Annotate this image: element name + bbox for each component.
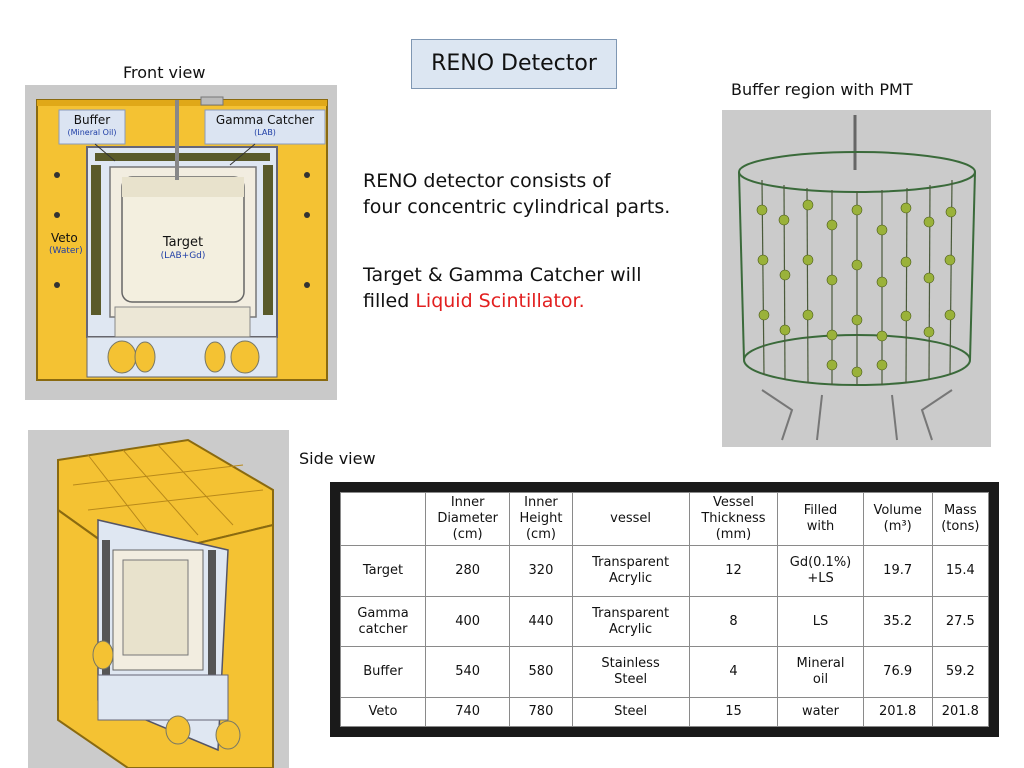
gamma-catcher-label: Gamma Catcher <box>215 113 315 127</box>
table-cell: 780 <box>509 697 573 727</box>
table-cell: 580 <box>509 646 573 699</box>
table-cell: Transparent Acrylic <box>571 595 690 648</box>
front-view-caption: Front view <box>123 63 206 82</box>
table-cell: Transparent Acrylic <box>571 545 690 597</box>
slide-title: RENO Detector <box>411 39 617 89</box>
table-cell: 4 <box>688 646 779 699</box>
description-line-2: four concentric cylindrical parts. <box>363 196 671 218</box>
table-cell: 540 <box>424 646 511 699</box>
table-cell: 35.2 <box>862 595 933 648</box>
side-view-figure <box>28 430 289 768</box>
table-cell: 15.4 <box>931 545 990 597</box>
table-cell: Mineral oil <box>777 646 864 699</box>
liquid-scintillator-highlight: Liquid Scintillator. <box>415 290 585 312</box>
header-inner-height: Inner Height (cm) <box>509 492 573 546</box>
header-volume: Volume (m³) <box>862 492 933 546</box>
row-label: Buffer <box>340 646 426 699</box>
front-view-figure: Buffer (Mineral Oil) Gamma Catcher (LAB)… <box>25 85 337 400</box>
table-row-buffer: Buffer 540 580 Stainless Steel 4 Mineral… <box>340 646 990 699</box>
table-cell: water <box>777 697 864 727</box>
table-cell: 201.8 <box>862 697 933 727</box>
table-cell: 320 <box>509 545 573 597</box>
table-row-gamma-catcher: Gamma catcher 400 440 Transparent Acryli… <box>340 595 990 648</box>
buffer-region-caption: Buffer region with PMT <box>731 80 913 99</box>
veto-label: Veto <box>51 231 78 245</box>
buffer-pmt-figure <box>722 110 991 447</box>
side-view-caption: Side view <box>299 449 376 468</box>
description-line-3: Target & Gamma Catcher will <box>363 264 642 286</box>
target-label: Target <box>162 235 204 250</box>
table-cell: LS <box>777 595 864 648</box>
header-inner-diameter: Inner Diameter (cm) <box>424 492 511 546</box>
table-cell: 12 <box>688 545 779 597</box>
table-cell: 440 <box>509 595 573 648</box>
header-vessel: vessel <box>571 492 690 546</box>
table-cell: 201.8 <box>931 697 990 727</box>
header-mass: Mass (tons) <box>931 492 990 546</box>
description-line-4-prefix: filled <box>363 290 416 312</box>
header-vessel-thickness: Vessel Thickness (mm) <box>688 492 779 546</box>
table-cell: 8 <box>688 595 779 648</box>
table-cell: Gd(0.1%) +LS <box>777 545 864 597</box>
row-label: Veto <box>340 697 426 727</box>
row-label: Target <box>340 545 426 597</box>
table-cell: Steel <box>571 697 690 727</box>
table-cell: 400 <box>424 595 511 648</box>
header-cell-blank <box>340 492 426 546</box>
table-cell: 740 <box>424 697 511 727</box>
table-cell: 27.5 <box>931 595 990 648</box>
table-cell: 59.2 <box>931 646 990 699</box>
table-header-row: Inner Diameter (cm) Inner Height (cm) ve… <box>340 492 990 546</box>
description-line-1: RENO detector consists of <box>363 170 611 192</box>
target-sublabel: (LAB+Gd) <box>160 251 206 261</box>
row-label: Gamma catcher <box>340 595 426 648</box>
table-cell: 19.7 <box>862 545 933 597</box>
table-row-veto: Veto 740 780 Steel 15 water 201.8 201.8 <box>340 697 990 727</box>
table-row-target: Target 280 320 Transparent Acrylic 12 Gd… <box>340 545 990 597</box>
gamma-catcher-sublabel: (LAB) <box>254 128 276 137</box>
detector-spec-table-panel: Inner Diameter (cm) Inner Height (cm) ve… <box>330 482 999 737</box>
header-filled-with: Filled with <box>777 492 864 546</box>
detector-spec-table: Inner Diameter (cm) Inner Height (cm) ve… <box>340 492 990 727</box>
table-cell: 76.9 <box>862 646 933 699</box>
description-line-4: filled Liquid Scintillator. <box>363 288 585 314</box>
veto-sublabel: (Water) <box>49 246 83 256</box>
buffer-sublabel: (Mineral Oil) <box>67 128 117 137</box>
table-cell: 280 <box>424 545 511 597</box>
buffer-label: Buffer <box>73 113 111 127</box>
table-cell: Stainless Steel <box>571 646 690 699</box>
table-cell: 15 <box>688 697 779 727</box>
